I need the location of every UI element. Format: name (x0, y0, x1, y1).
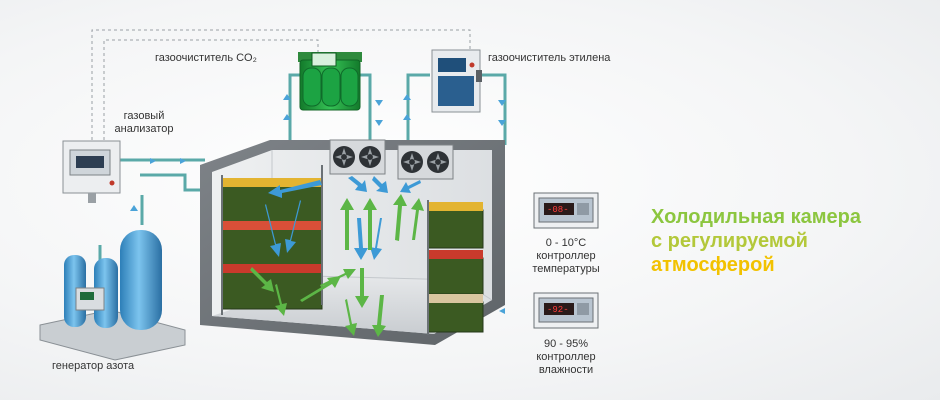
control-cabinet-icon (431, 49, 482, 113)
right-racks (427, 200, 484, 335)
humidity-range: 90 - 95% (543, 338, 589, 350)
nitrogen-generator-label: генератор азота (52, 360, 135, 372)
digital-controller-icon: -92- (533, 292, 599, 329)
temperature-controller-label: 0 - 10°С контроллер температуры (523, 237, 609, 276)
title-line-3: атмосферой (651, 254, 775, 276)
fan-unit-icon (329, 139, 386, 175)
gas-analyzer-label-line2: анализатор (114, 123, 174, 135)
title-line-2: с регулируемой (651, 230, 808, 252)
gas-analyzer-label-line1: газовый (123, 110, 165, 122)
green-machine-icon (298, 52, 362, 111)
signal-lines (91, 29, 471, 140)
evaporator-units (329, 139, 454, 180)
temperature-controller-line1: контроллер (536, 250, 596, 262)
fan-unit-icon (397, 144, 454, 180)
airflow-cold-arrows (265, 176, 421, 260)
humidity-controller-line2: влажности (538, 364, 594, 376)
humidity-controller-line1: контроллер (536, 351, 596, 363)
diagram-title: Холодильная камера с регулируемой атмосф… (651, 205, 861, 277)
digital-controller-icon: -08- (533, 192, 599, 229)
svg-text:-92-: -92- (547, 305, 569, 315)
airflow-return-arrows (250, 194, 424, 337)
title-line-1: Холодильная камера (651, 206, 861, 228)
gas-analyzer-label: газовый анализатор (114, 110, 174, 136)
ethylene-scrubber-label: газоочиститель этилена (488, 52, 611, 64)
svg-text:-08-: -08- (547, 205, 569, 215)
pipe-flow-arrows (130, 94, 506, 314)
co2-scrubber-label: газоочиститель CO₂ (155, 52, 257, 64)
temperature-controller-line2: температуры (532, 263, 600, 275)
analyzer-box-icon (62, 140, 121, 203)
temperature-range: 0 - 10°С (545, 237, 587, 249)
humidity-controller-label: 90 - 95% контроллер влажности (523, 338, 609, 377)
gas-tanks-icon (39, 230, 186, 361)
